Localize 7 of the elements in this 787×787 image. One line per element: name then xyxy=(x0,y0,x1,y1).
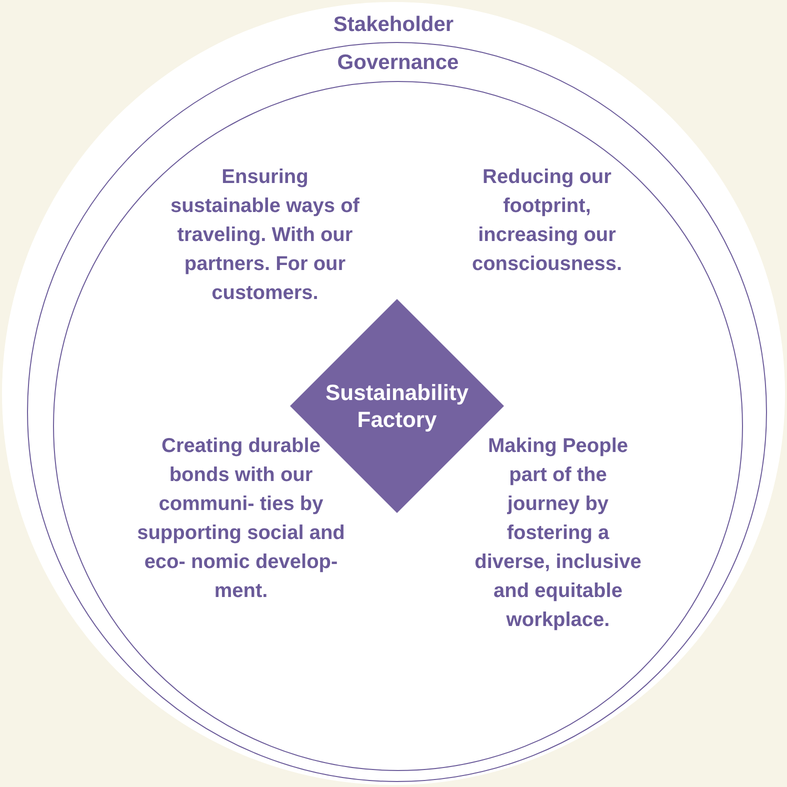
pillar-text: Creating durable bonds with our communi- ties by supporting social and eco- nomic develop- ment. xyxy=(136,434,346,604)
pillar-text: Making People part of the journey by fostering a diverse, inclusive and equitable workplace. xyxy=(474,434,642,633)
center-label: Sustainability Factory xyxy=(324,379,470,433)
ring-label: Governance xyxy=(336,50,460,76)
ring-label: Stakeholder xyxy=(332,12,455,38)
pillar-text: Ensuring sustainable ways of traveling. With our partners. For our customers. xyxy=(170,165,360,306)
pillar-text: Reducing our footprint, increasing our consciousness. xyxy=(470,165,624,277)
